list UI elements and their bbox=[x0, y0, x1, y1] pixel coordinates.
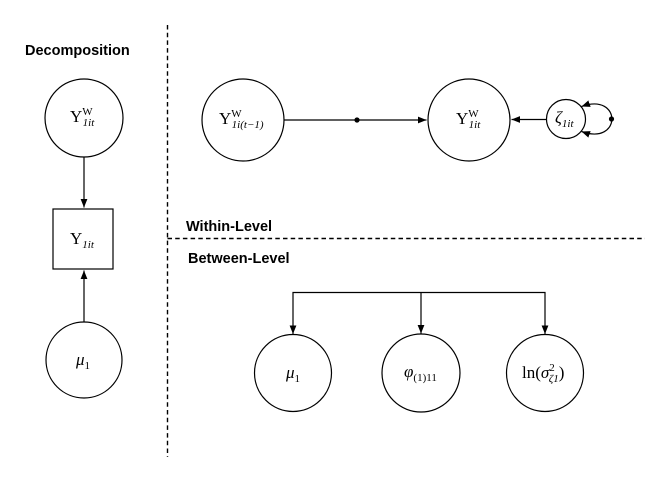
arrows-to-mu-and-lnsigma bbox=[289, 291, 549, 334]
node-mu-between-label: μ1 bbox=[285, 363, 300, 385]
node-mu-between bbox=[253, 333, 333, 413]
within-level-label: Within-Level bbox=[186, 219, 272, 235]
node-ln-sigma-between bbox=[505, 333, 585, 413]
label-prefix: ln( bbox=[522, 363, 541, 382]
label-base: Y bbox=[70, 229, 82, 248]
label-sub: 1it bbox=[562, 118, 575, 130]
label-base: Y bbox=[456, 109, 468, 128]
label-base: φ bbox=[404, 362, 413, 381]
node-y-observed bbox=[52, 208, 114, 270]
between-level-label: Between-Level bbox=[188, 251, 290, 267]
label-sub: 1 bbox=[295, 373, 301, 385]
label-sup: W bbox=[468, 108, 479, 120]
decomposition-title: Decomposition bbox=[25, 43, 130, 59]
label-sub: 1 bbox=[85, 360, 91, 372]
label-suffix: ) bbox=[559, 363, 565, 382]
label-base: ζ bbox=[555, 108, 563, 127]
label-sub: 1i(t−1) bbox=[232, 119, 264, 131]
label-sup: W bbox=[82, 106, 93, 118]
label-sub: 1it bbox=[469, 119, 482, 131]
label-sup: W bbox=[231, 108, 242, 120]
node-y-observed-label: Y1it bbox=[70, 229, 95, 251]
node-mu-decomposition-label: μ1 bbox=[75, 350, 90, 372]
label-base: μ bbox=[285, 363, 295, 382]
label-sub: (1)11 bbox=[413, 372, 436, 384]
node-phi-between-label: φ(1)11 bbox=[404, 362, 437, 384]
random-slope-dot bbox=[354, 117, 360, 123]
label-base: Y bbox=[219, 109, 231, 128]
node-y-current bbox=[427, 78, 511, 162]
label-sub: ζ1 bbox=[549, 373, 559, 385]
label-base: σ bbox=[541, 363, 550, 382]
label-base: μ bbox=[75, 350, 85, 369]
label-sub: 1it bbox=[82, 239, 95, 251]
random-variance-dot bbox=[608, 116, 615, 122]
label-sub: 1it bbox=[83, 117, 96, 129]
node-phi-between bbox=[381, 333, 461, 413]
node-mu-decomposition bbox=[45, 321, 123, 399]
label-sup: 2 bbox=[549, 362, 555, 374]
node-zeta-label: ζ1it bbox=[555, 108, 574, 130]
label-base: Y bbox=[70, 107, 82, 126]
